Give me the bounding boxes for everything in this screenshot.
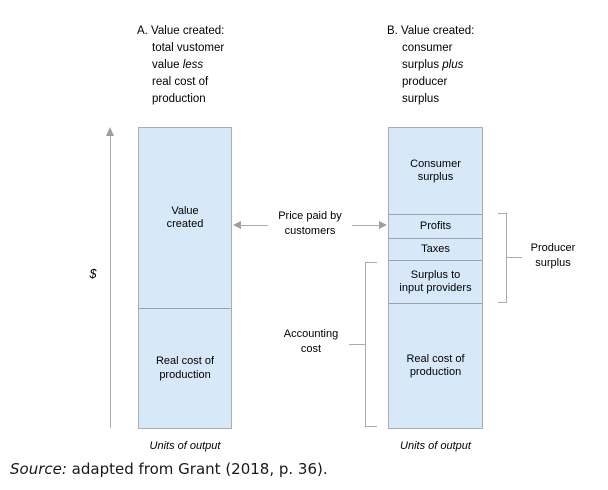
segment-label: Profits xyxy=(419,219,452,232)
segment-profits: Profits xyxy=(389,214,482,238)
segment-label: Real cost of production xyxy=(406,352,465,379)
segment-value-created: Value created xyxy=(139,128,231,308)
accounting-bracket xyxy=(365,262,377,427)
y-axis-line xyxy=(110,136,111,428)
source-citation: Source: adapted from Grant (2018, p. 36)… xyxy=(10,460,328,478)
segment-label: Consumer surplus xyxy=(410,157,461,184)
segment-consumer-surplus: Consumer surplus xyxy=(389,128,482,214)
panel-a-heading-line3-normal: value xyxy=(152,59,180,71)
column-a: Value created Real cost of production xyxy=(138,127,232,429)
panel-a-heading-line4: real cost of xyxy=(152,76,209,88)
panel-b-heading-line5: surplus xyxy=(402,93,440,105)
panel-a-heading-line1: A. Value created: xyxy=(137,25,225,37)
segment-label: Surplus to input providers xyxy=(399,268,472,295)
accounting-bracket-tick xyxy=(349,344,366,345)
panel-a-heading-line5: production xyxy=(152,93,206,105)
source-citation-text: adapted from Grant (2018, p. 36). xyxy=(66,460,328,478)
column-b: Consumer surplus Profits Taxes Surplus t… xyxy=(388,127,483,429)
panel-b-heading-line2: consumer xyxy=(402,42,453,54)
panel-a-heading-line3-italic: less xyxy=(182,59,204,71)
source-citation-prefix: Source: xyxy=(10,460,67,478)
price-arrow-line-right xyxy=(352,225,380,226)
right-arrow-icon xyxy=(379,221,387,229)
segment-surplus-input-providers: Surplus to input providers xyxy=(389,260,482,303)
segment-real-cost-b: Real cost of production xyxy=(389,303,482,428)
producer-surplus-bracket xyxy=(498,213,507,303)
panel-b-heading-line4: producer xyxy=(402,76,448,88)
panel-a-heading-line3: value less xyxy=(152,57,224,74)
panel-a-heading-line2: total vustomer xyxy=(152,42,225,54)
y-axis-label: $ xyxy=(89,267,97,281)
panel-b-heading: B. Value created: consumer surplus plus … xyxy=(387,23,474,108)
segment-label: Taxes xyxy=(421,242,450,255)
panel-b-heading-line1: B. Value created: xyxy=(387,25,475,37)
accounting-cost-label: Accounting cost xyxy=(283,328,339,355)
x-axis-label-a: Units of output xyxy=(149,440,221,452)
segment-taxes: Taxes xyxy=(389,238,482,260)
panel-b-heading-line3-italic: plus xyxy=(442,59,464,71)
left-arrow-icon xyxy=(233,221,241,229)
x-axis-label-b: Units of output xyxy=(400,440,471,452)
price-arrow-line-left xyxy=(240,225,268,226)
producer-bracket-tick xyxy=(506,257,522,258)
price-paid-label: Price paid by customers xyxy=(278,210,342,237)
segment-real-cost-a: Real cost of production xyxy=(139,308,231,428)
panel-b-heading-line3-normal: surplus xyxy=(402,59,440,71)
segment-label: Real cost of production xyxy=(155,355,215,381)
panel-b-heading-line3: surplus plus xyxy=(402,57,474,74)
segment-label: Value created xyxy=(166,204,204,231)
up-arrow-icon xyxy=(106,127,114,136)
panel-a-heading: A. Value created: total vustomer value l… xyxy=(137,23,224,108)
producer-surplus-label: Producer surplus xyxy=(530,242,576,269)
